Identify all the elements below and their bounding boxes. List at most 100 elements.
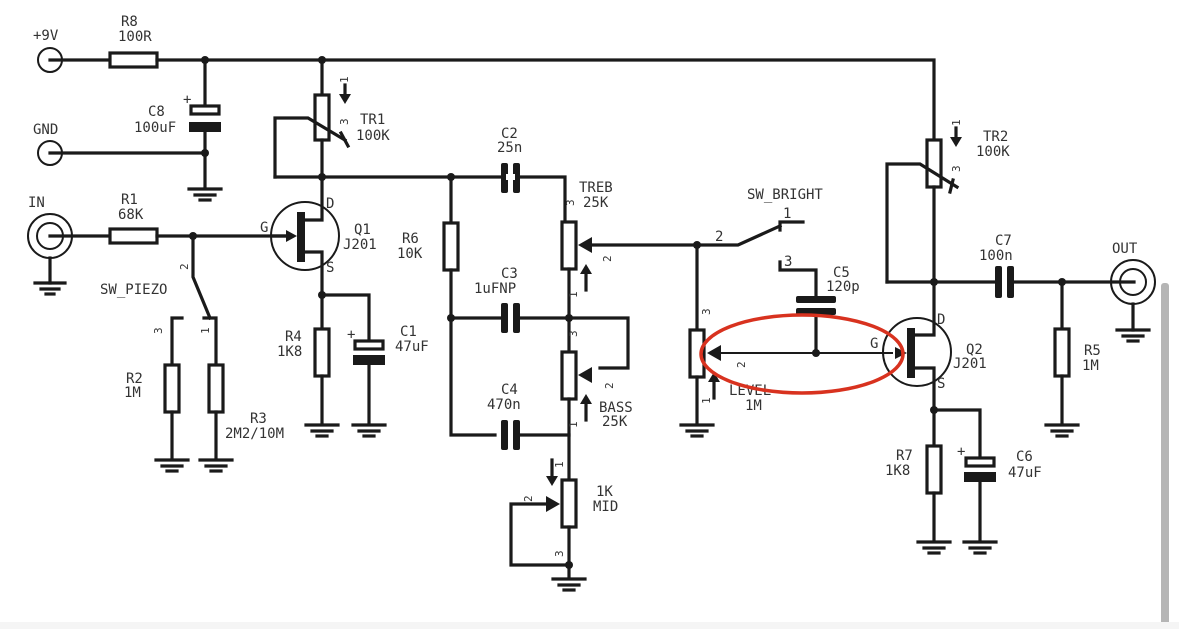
c5-value: 120p xyxy=(826,279,860,295)
c1-value: 47uF xyxy=(395,339,429,355)
capacitor-c7[interactable]: C7 100n xyxy=(979,233,1136,298)
gnd-terminal[interactable]: GND xyxy=(33,122,63,166)
q1-source-pin: S xyxy=(326,260,334,276)
r5-ref: R5 xyxy=(1084,343,1101,359)
vcc-label: +9V xyxy=(33,28,59,44)
q2-value: J201 xyxy=(953,356,987,372)
trimmer-tr2[interactable]: 1 3 TR2 100K xyxy=(885,119,1010,284)
tr1-value: 100K xyxy=(356,128,390,144)
r3-value: 2M2/10M xyxy=(225,426,284,442)
bass-ref: BASS xyxy=(599,400,633,416)
r6-value: 10K xyxy=(397,246,423,262)
capacitor-c2[interactable]: C2 25n xyxy=(497,126,522,193)
resistor-r4[interactable]: R4 1K8 xyxy=(277,293,331,425)
mid-pin2: 2 xyxy=(522,495,535,502)
sw-bright-ref: SW_BRIGHT xyxy=(747,187,823,203)
c6-plus: + xyxy=(957,444,965,460)
output-jack[interactable]: OUT xyxy=(1110,241,1156,343)
treb-pin2: 2 xyxy=(601,255,614,262)
c1-ref: C1 xyxy=(400,324,417,340)
bass-pin3: 3 xyxy=(567,330,580,337)
switch-sw-piezo[interactable]: 2 3 1 SW_PIEZO xyxy=(100,234,218,367)
treb-pin3: 3 xyxy=(564,199,577,206)
level-ref: LEVEL xyxy=(729,383,771,399)
mid-value: 1K xyxy=(596,484,613,500)
resistor-r5[interactable]: R5 1M xyxy=(1053,280,1101,425)
junction xyxy=(930,278,938,286)
treb-value: 25K xyxy=(583,195,609,211)
capacitor-c4[interactable]: C4 470n xyxy=(487,382,571,450)
treb-ref: TREB xyxy=(579,180,613,196)
input-jack[interactable]: IN xyxy=(27,195,73,296)
wire-top-rail xyxy=(155,58,936,142)
sw-piezo-pin1: 1 xyxy=(199,327,212,334)
capacitor-c6[interactable]: + C6 47uF xyxy=(957,444,1042,542)
level-pin3: 3 xyxy=(700,308,713,315)
junction xyxy=(812,349,820,357)
ground-symbol xyxy=(916,540,952,555)
c4-value: 470n xyxy=(487,397,521,413)
level-pin1: 1 xyxy=(700,397,713,404)
potentiometer-treb[interactable]: 3 2 1 TREB 25K xyxy=(560,180,699,320)
jfet-q2[interactable]: G D S Q2 J201 xyxy=(870,280,987,412)
ground-symbol xyxy=(551,577,587,592)
tr1-pin3: 3 xyxy=(338,118,351,125)
resistor-r3[interactable]: R3 2M2/10M xyxy=(207,363,284,460)
r2-value: 1M xyxy=(124,385,141,401)
potentiometer-level[interactable]: 3 2 1 LEVEL 1M xyxy=(688,243,771,425)
potentiometer-mid[interactable]: 1 2 3 1K MID xyxy=(509,458,618,579)
vcc-terminal[interactable]: +9V xyxy=(33,28,63,73)
vertical-scrollbar[interactable] xyxy=(1161,283,1169,629)
q1-drain-pin: D xyxy=(326,196,334,212)
sw-piezo-pin3: 3 xyxy=(152,327,165,334)
junction xyxy=(201,149,209,157)
capacitor-c1[interactable]: + C1 47uF xyxy=(347,324,429,425)
bass-pin1: 1 xyxy=(567,421,580,428)
c7-value: 100n xyxy=(979,248,1013,264)
c8-plus: + xyxy=(183,92,191,108)
c5-ref: C5 xyxy=(833,265,850,281)
r8-value: 100R xyxy=(118,29,152,45)
ground-symbol xyxy=(1044,423,1080,438)
wire-q2-source-c6 xyxy=(932,408,982,459)
tr2-pin3: 3 xyxy=(950,165,963,172)
gnd-label: GND xyxy=(33,122,58,138)
resistor-r8[interactable]: R8 100R xyxy=(108,14,159,69)
switch-sw-bright[interactable]: 2 1 3 SW_BRIGHT xyxy=(695,187,823,298)
sw-bright-pin2: 2 xyxy=(715,229,723,245)
capacitor-c3[interactable]: C3 1uFNP xyxy=(449,266,630,370)
resistor-r6[interactable]: R6 10K xyxy=(397,175,497,437)
output-label: OUT xyxy=(1112,241,1138,257)
q1-ref: Q1 xyxy=(354,222,371,238)
mid-ref: MID xyxy=(593,499,618,515)
resistor-r1[interactable]: R1 68K xyxy=(108,192,159,245)
r2-ref: R2 xyxy=(126,371,143,387)
sw-bright-pin1: 1 xyxy=(783,206,791,222)
r8-ref: R8 xyxy=(121,14,138,30)
bass-pin2: 2 xyxy=(603,382,616,389)
capacitor-c8[interactable]: + C8 100uF xyxy=(134,58,221,188)
c7-ref: C7 xyxy=(995,233,1012,249)
resistor-r2[interactable]: R2 1M xyxy=(124,363,181,460)
r7-value: 1K8 xyxy=(885,463,910,479)
potentiometer-bass[interactable]: 3 2 1 BASS 25K xyxy=(560,316,633,482)
level-pin2: 2 xyxy=(735,361,748,368)
ground-symbol xyxy=(304,423,340,438)
level-value: 1M xyxy=(745,398,762,414)
wire-q1-drain-node xyxy=(273,175,567,224)
tr2-ref: TR2 xyxy=(983,129,1008,145)
ground-symbol xyxy=(187,187,223,202)
mid-pin1: 1 xyxy=(553,461,566,468)
resistor-r7[interactable]: R7 1K8 xyxy=(885,408,943,542)
ground-symbol xyxy=(962,540,998,555)
trimmer-tr1[interactable]: 1 3 TR1 100K xyxy=(273,58,390,179)
sw-bright-pin3: 3 xyxy=(784,254,792,270)
q1-gate-pin: G xyxy=(260,220,268,236)
c6-value: 47uF xyxy=(1008,465,1042,481)
r1-value: 68K xyxy=(118,207,144,223)
jfet-q1[interactable]: G D S Q1 J201 xyxy=(260,175,377,297)
tr2-pin1: 1 xyxy=(950,119,963,126)
capacitor-c5[interactable]: C5 120p xyxy=(796,265,860,355)
sw-piezo-ref: SW_PIEZO xyxy=(100,282,167,298)
